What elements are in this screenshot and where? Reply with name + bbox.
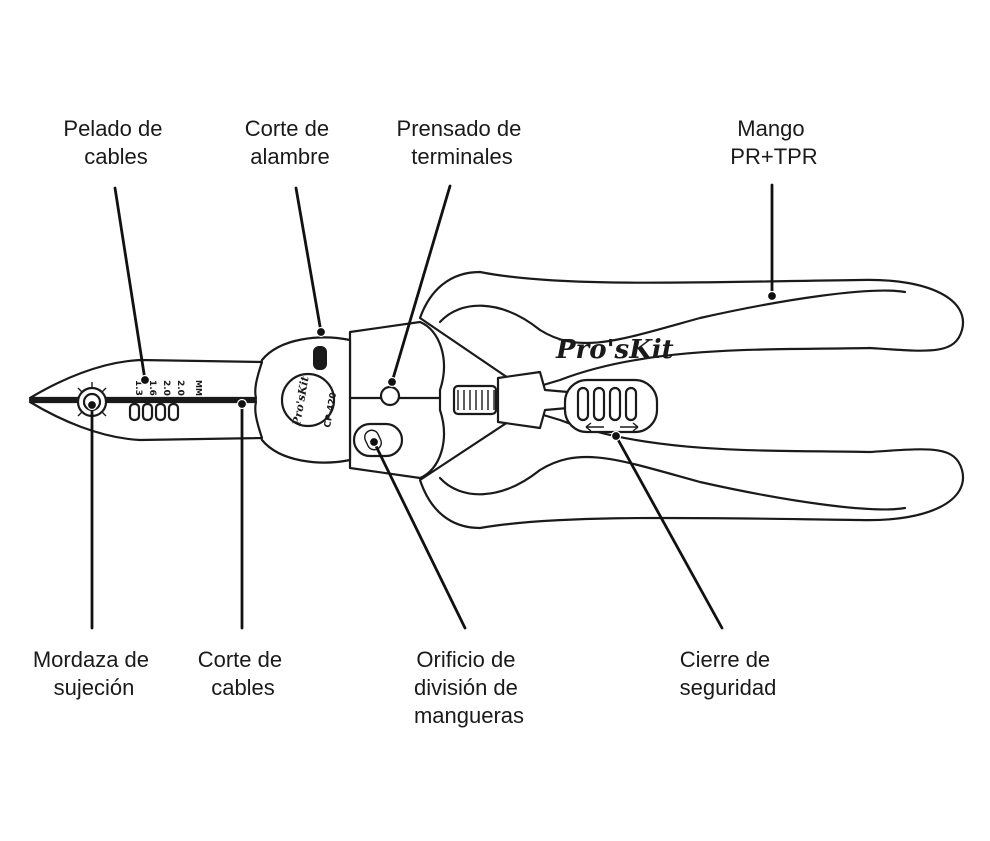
dot-grip-jaw <box>86 399 98 411</box>
dot-cable-cut <box>236 398 248 410</box>
label-grip-jaw: Mordaza de sujeción <box>33 647 155 700</box>
handle-lower <box>418 412 965 530</box>
gauge-3: 2.0 <box>161 380 171 396</box>
label-handle: Mango PR+TPR <box>730 116 817 169</box>
spring-coil <box>452 384 498 416</box>
label-stripping: Pelado de cables <box>63 116 168 169</box>
label-cable-cut: Corte de cables <box>198 647 289 700</box>
gauge-unit: MM <box>194 380 203 396</box>
label-safety-lock: Cierre de seguridad <box>680 647 777 700</box>
crimp-hole <box>379 385 401 407</box>
stripping-notches <box>128 402 180 422</box>
dot-safety-lock <box>610 430 622 442</box>
handle-upper <box>418 270 965 388</box>
label-crimping: Prensado de terminales <box>397 116 528 169</box>
gauge-1: 1.3 <box>133 380 143 396</box>
dot-hose-hole <box>368 436 380 448</box>
safety-lock[interactable] <box>563 378 659 434</box>
gauge-2: 1.6 <box>147 380 157 396</box>
leader-stripping <box>113 186 147 382</box>
gauge-4: 2.0 <box>175 380 185 396</box>
dot-handle <box>766 290 778 302</box>
label-hose-hole: Orificio de división de mangueras <box>414 647 524 728</box>
pivot-joint <box>253 320 445 480</box>
dot-crimping <box>386 376 398 388</box>
label-wire-cut: Corte de alambre <box>245 116 336 169</box>
dot-wire-cut <box>315 326 327 338</box>
leader-wire-cut <box>294 186 323 334</box>
brand-logo: Pro'sKit <box>555 335 674 365</box>
leader-safety-lock <box>614 434 724 630</box>
wire-cutter-slot <box>313 346 327 370</box>
leader-crimping <box>390 184 452 384</box>
dot-stripping <box>139 374 151 386</box>
leader-hose-hole <box>372 440 467 630</box>
